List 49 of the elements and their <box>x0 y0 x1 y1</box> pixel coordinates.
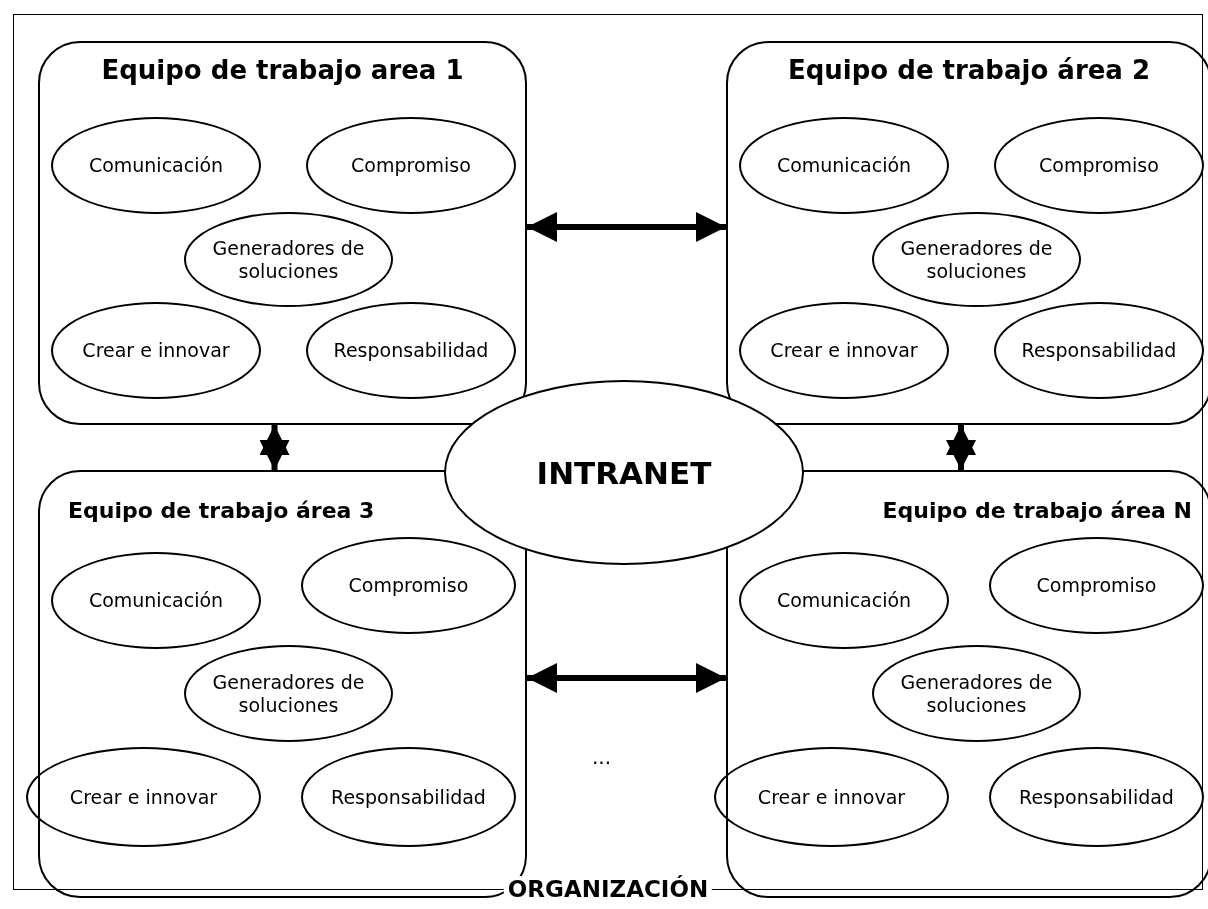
topic-ellipse <box>51 117 261 214</box>
topic-ellipse <box>739 117 949 214</box>
topic-label: Generadores de soluciones <box>899 670 1054 717</box>
topic-label: Responsabilidad <box>333 339 489 362</box>
topic-label: Generadores de soluciones <box>211 236 366 283</box>
team-title: Equipo de trabajo área 2 <box>786 55 1152 85</box>
topic-ellipse <box>51 302 261 399</box>
topic-label: Comunicación <box>776 154 912 177</box>
topic-label: Comunicación <box>776 589 912 612</box>
ellipsis-note: ... <box>592 745 612 769</box>
topic-label: Crear e innovar <box>82 339 230 362</box>
topic-label: Comunicación <box>88 154 224 177</box>
topic-ellipse <box>26 747 261 847</box>
topic-label: Compromiso <box>1039 154 1159 177</box>
team-title: Equipo de trabajo área N <box>881 498 1193 523</box>
topic-ellipse <box>306 117 516 214</box>
topic-ellipse <box>306 302 516 399</box>
topic-ellipse <box>184 645 393 742</box>
double-arrow <box>527 212 726 242</box>
topic-ellipse <box>994 302 1204 399</box>
topic-ellipse <box>301 747 516 847</box>
topic-ellipse <box>989 747 1204 847</box>
topic-label: Comunicación <box>88 589 224 612</box>
topic-label: Responsabilidad <box>331 785 486 809</box>
topic-ellipse <box>184 212 393 307</box>
topic-label: Compromiso <box>351 154 471 177</box>
double-arrow <box>527 663 726 693</box>
topic-ellipse <box>872 212 1081 307</box>
team-title: Equipo de trabajo area 1 <box>100 55 465 85</box>
double-arrow <box>259 425 290 470</box>
topic-label: Crear e innovar <box>770 339 918 362</box>
intranet-label: INTRANET <box>536 454 712 491</box>
topic-ellipse <box>714 747 949 847</box>
topic-ellipse <box>51 552 261 649</box>
topic-ellipse <box>989 537 1204 634</box>
double-arrow <box>946 425 976 470</box>
topic-ellipse <box>872 645 1081 742</box>
topic-label: Responsabilidad <box>1019 785 1174 809</box>
topic-label: Compromiso <box>1036 574 1157 597</box>
topic-label: Responsabilidad <box>1021 339 1177 362</box>
topic-ellipse <box>739 302 949 399</box>
topic-label: Compromiso <box>348 574 469 597</box>
team-title: Equipo de trabajo área 3 <box>67 498 376 523</box>
topic-label: Generadores de soluciones <box>899 236 1054 283</box>
topic-label: Crear e innovar <box>69 785 218 809</box>
topic-ellipse <box>994 117 1204 214</box>
topic-label: Crear e innovar <box>757 785 906 809</box>
topic-label: Generadores de soluciones <box>211 670 366 717</box>
topic-ellipse <box>739 552 949 649</box>
